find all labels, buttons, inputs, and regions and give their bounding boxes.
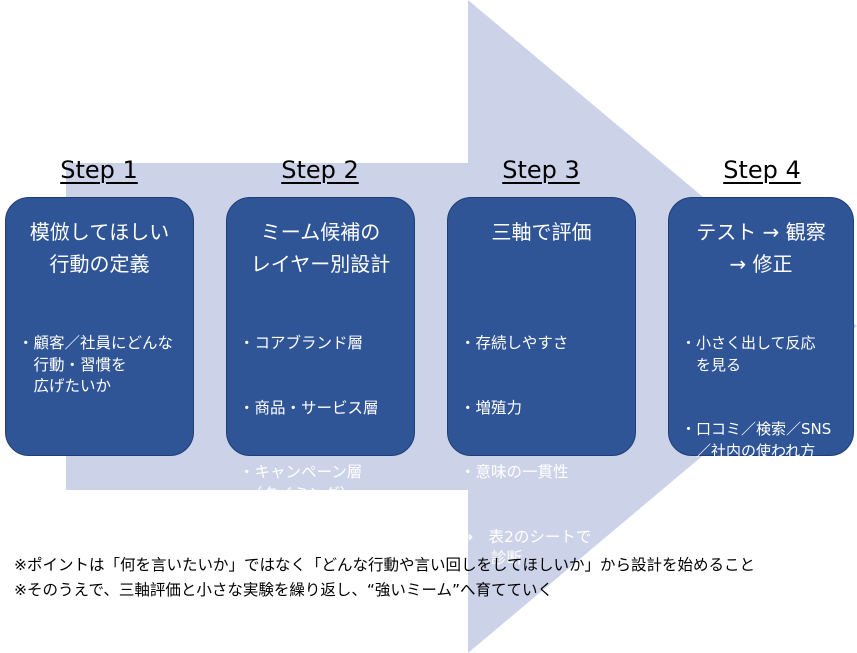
step-1-label: Step 1 <box>60 156 138 184</box>
footnote: ※そのうえで、三軸評価と小さな実験を繰り返し、“強いミーム”へ育てていく <box>14 581 553 599</box>
step-4-card: テスト → 観察 → 修正 ・小さく出して反応 を見る ・口コミ／検索／SNS … <box>668 197 854 567</box>
step-2-item: ・コアブランド層 <box>239 334 364 352</box>
step-4-item: ・小さく出して反応 を見る <box>681 334 816 374</box>
step-1-item: ・顧客／社員にどんな 行動・習慣を 広げたいか <box>18 334 174 395</box>
step-1-items: ・顧客／社員にどんな 行動・習慣を 広げたいか <box>18 290 189 441</box>
step-4-item: ・必要に応じてデザイン を更新 <box>681 527 847 568</box>
step-4-title: テスト → 観察 → 修正 <box>696 220 826 276</box>
step-4-label: Step 4 <box>723 156 801 184</box>
footnote: ※ポイントは「何を言いたいか」ではなく「どんな行動や言い回しをしてほしいか」から… <box>14 556 756 574</box>
step-2-item: ・商品・サービス層 <box>239 398 379 417</box>
step-3-item: ・増殖力 <box>460 398 523 417</box>
step-4-items: ・小さく出して反応 を見る ・口コミ／検索／SNS ／社内の使われ方 を観察 ・… <box>681 290 849 613</box>
step-2-items: ・コアブランド層 ・商品・サービス層 ・キャンペーン層 （タイミング） <box>239 290 410 548</box>
step-3-card: 三軸で評価 ・存続しやすさ ・増殖力 ・意味の一貫性 → 表2のシートで 診断 <box>447 197 636 567</box>
step-2-label: Step 2 <box>281 156 359 184</box>
step-3-title: 三軸で評価 <box>491 220 592 244</box>
step-3-item: → 表2のシートで 診断 <box>460 527 592 568</box>
step-2-card: ミーム候補の レイヤー別設計 ・コアブランド層 ・商品・サービス層 ・キャンペー… <box>226 197 415 503</box>
step-1-card: 模倣してほしい 行動の定義 ・顧客／社員にどんな 行動・習慣を 広げたいか <box>5 197 194 456</box>
step-3-label: Step 3 <box>502 156 580 184</box>
footnotes: ※ポイントは「何を言いたいか」ではなく「どんな行動や言い回しをしてほしいか」から… <box>14 553 755 603</box>
step-3-item: ・意味の一貫性 <box>460 463 569 481</box>
step-2-title: ミーム候補の レイヤー別設計 <box>250 220 391 276</box>
step-2-item: ・キャンペーン層 （タイミング） <box>239 463 363 503</box>
step-3-item: ・存続しやすさ <box>460 334 569 352</box>
step-1-title: 模倣してほしい 行動の定義 <box>29 220 170 276</box>
step-4-item: ・口コミ／検索／SNS ／社内の使われ方 を観察 <box>681 420 832 481</box>
step-3-items: ・存続しやすさ ・増殖力 ・意味の一貫性 → 表2のシートで 診断 <box>460 290 631 613</box>
